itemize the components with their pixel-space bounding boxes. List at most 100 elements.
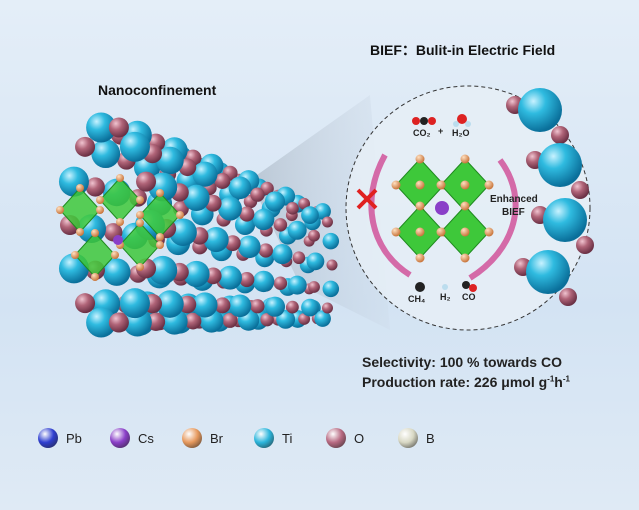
tube-atom — [218, 265, 242, 290]
br-atom — [136, 263, 144, 271]
tube-atom — [273, 218, 288, 232]
legend-swatch — [326, 428, 346, 448]
legend-item: Cs — [110, 428, 182, 448]
br-atom — [111, 251, 119, 259]
tube-atom — [91, 139, 121, 169]
legend-swatch — [182, 428, 202, 448]
co2-label: CO₂ — [413, 128, 431, 138]
tube-atom — [119, 288, 150, 319]
br-atom — [136, 211, 144, 219]
h-atom — [442, 284, 448, 290]
h2-label: H₂ — [440, 292, 451, 302]
o-atom — [457, 114, 467, 124]
tube-atom — [156, 290, 184, 318]
br-atom — [116, 174, 124, 182]
br-atom — [484, 227, 494, 237]
legend-item: O — [326, 428, 398, 448]
tube-atom — [214, 173, 231, 189]
tube-atom — [273, 276, 288, 291]
tube-atom — [252, 208, 275, 231]
ti-atom — [526, 250, 570, 294]
br-atom — [71, 251, 79, 259]
tube-atom — [237, 235, 261, 259]
tube-atom — [292, 251, 306, 265]
tube-atom — [301, 298, 319, 317]
tube-atom — [228, 176, 252, 200]
tube-atom — [264, 191, 286, 212]
ch4-label: CH₄ — [408, 294, 426, 304]
legend-item: B — [398, 428, 470, 448]
tube-atom — [272, 244, 293, 265]
br-atom — [460, 180, 470, 190]
tube-atom — [321, 302, 333, 314]
br-atom — [56, 206, 64, 214]
legend-swatch — [398, 428, 418, 448]
tube-atom — [322, 280, 340, 298]
legend-label: Ti — [282, 430, 293, 446]
nanotube — [56, 112, 340, 338]
br-atom — [156, 233, 164, 241]
tube-atom — [136, 171, 157, 192]
br-atom — [96, 196, 104, 204]
tube-atom — [218, 196, 242, 221]
tube-atom — [239, 272, 255, 288]
o-atom — [469, 284, 477, 292]
rate-h: h — [554, 374, 563, 390]
tube-atom — [250, 187, 265, 202]
legend-item: Ti — [254, 428, 326, 448]
tube-atom — [183, 260, 210, 288]
legend-label: Br — [210, 430, 223, 446]
legend-item: Pb — [38, 428, 110, 448]
tube-atom — [239, 206, 255, 222]
tube-atom — [108, 312, 129, 333]
c-atom — [462, 281, 470, 289]
tube-atom — [86, 112, 117, 143]
br-atom — [116, 218, 124, 226]
legend-label: Cs — [138, 430, 154, 446]
bief-title: BIEF：Bulit-in Electric Field — [370, 42, 556, 58]
br-atom — [176, 211, 184, 219]
co-label: CO — [462, 292, 476, 302]
tube-atom — [286, 300, 299, 314]
legend-label: O — [354, 430, 365, 446]
tube-atom — [306, 252, 325, 271]
tube-atom — [308, 281, 320, 293]
tube-atom — [102, 258, 131, 286]
h-atom — [453, 121, 459, 127]
tube-atom — [228, 294, 252, 318]
tube-atom — [75, 293, 96, 314]
br-atom — [415, 201, 425, 211]
br-atom — [415, 253, 425, 263]
tube-atom — [260, 312, 274, 327]
legend: Pb Cs Br Ti O B — [38, 428, 470, 448]
tube-atom — [250, 299, 265, 314]
rate-prefix: Production rate: 226 μmol g — [362, 374, 548, 390]
tube-atom — [298, 197, 311, 210]
rate-exp1: -1 — [547, 374, 555, 384]
ti-atom — [543, 198, 587, 242]
legend-swatch — [110, 428, 130, 448]
br-atom — [436, 180, 446, 190]
tube-atom — [321, 216, 333, 228]
tube-atom — [75, 136, 96, 157]
legend-item: Br — [182, 428, 254, 448]
legend-swatch — [254, 428, 274, 448]
br-atom — [156, 189, 164, 197]
tube-atom — [314, 310, 331, 327]
cs-atom — [435, 201, 449, 215]
br-atom — [96, 206, 104, 214]
o-atom — [428, 117, 436, 125]
inset-structure — [391, 88, 594, 306]
nanoconfinement-title: Nanoconfinement — [98, 82, 217, 98]
tube-atom — [322, 232, 340, 250]
tube-atom — [184, 312, 202, 330]
ti-atom — [518, 88, 562, 132]
arrow-to-ch4 — [368, 153, 412, 278]
tube-atom — [183, 184, 210, 212]
arrow-to-co — [468, 158, 519, 281]
o-atom — [551, 126, 569, 144]
production-rate-text: Production rate: 226 μmol g-1h-1 — [362, 374, 570, 390]
tube-atom — [214, 297, 231, 314]
tube-atom — [119, 131, 150, 162]
